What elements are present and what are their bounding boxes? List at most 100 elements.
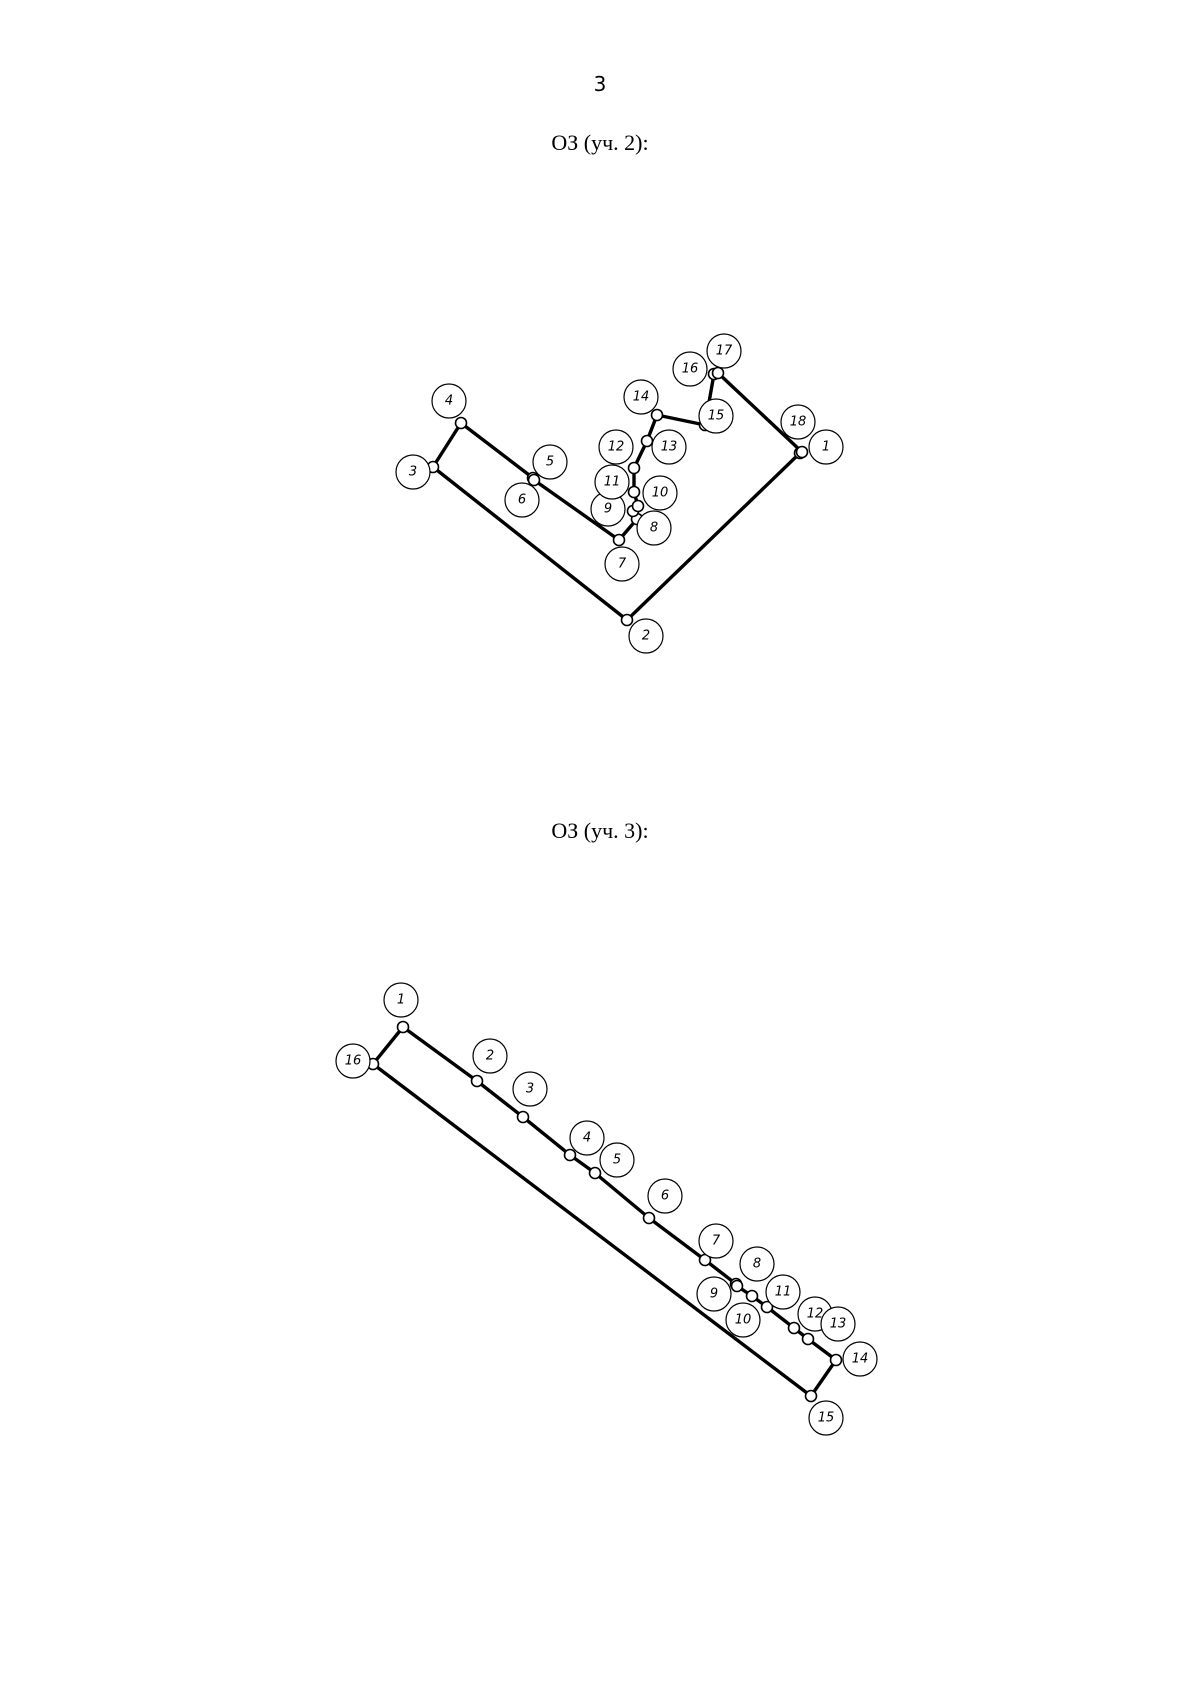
vertex-marker	[650, 408, 664, 422]
point-label-circle	[431, 383, 467, 419]
point-label: 5	[546, 455, 554, 470]
point-label-circle	[504, 482, 540, 518]
point-label-circle	[820, 1306, 856, 1342]
point-label-circle	[383, 982, 419, 1018]
vertex-marker	[527, 473, 541, 487]
boundary-point-6: 6	[642, 1178, 683, 1225]
point-label-circle	[808, 429, 844, 465]
vertex-marker	[627, 485, 641, 499]
vertex-marker	[396, 1020, 410, 1034]
point-label-circle	[698, 1223, 734, 1259]
point-label-circle	[651, 429, 687, 465]
boundary-point-5: 5	[588, 1142, 635, 1180]
vertex-marker	[612, 533, 626, 547]
point-label: 1	[822, 440, 830, 455]
section-title-plot-3: ОЗ (уч. 3):	[551, 818, 649, 843]
point-label-circle	[598, 429, 634, 465]
point-label-circle	[808, 1400, 844, 1436]
vertex-marker	[563, 1148, 577, 1162]
point-label: 13	[661, 440, 678, 455]
point-label-circle	[335, 1043, 371, 1079]
point-label: 7	[712, 1234, 721, 1249]
point-label-circle	[739, 1246, 775, 1282]
point-label: 8	[753, 1257, 761, 1272]
point-label: 3	[409, 465, 417, 480]
boundary-point-13: 13	[640, 429, 687, 465]
point-label-circle	[594, 464, 630, 500]
boundary-point-4: 4	[431, 383, 468, 430]
point-label: 5	[613, 1153, 621, 1168]
vertex-marker	[627, 461, 641, 475]
boundary-point-2: 2	[620, 613, 664, 654]
boundary-point-6: 6	[504, 473, 541, 518]
point-label: 7	[618, 557, 627, 572]
vertex-marker	[620, 613, 634, 627]
boundary-point-7: 7	[698, 1223, 734, 1267]
boundary-point-9: 9	[696, 1276, 744, 1312]
point-label-circle	[636, 510, 672, 546]
point-label: 11	[775, 1285, 792, 1300]
point-label-circle	[765, 1274, 801, 1310]
point-label-circle	[725, 1302, 761, 1338]
point-label-circle	[647, 1178, 683, 1214]
boundary-point-11: 11	[760, 1274, 801, 1314]
point-label-circle	[395, 454, 431, 490]
point-label-circle	[569, 1120, 605, 1156]
point-label: 6	[518, 493, 526, 508]
vertex-marker	[745, 1289, 759, 1303]
point-label: 10	[652, 486, 669, 501]
page-number: 3	[593, 72, 607, 96]
boundary-point-13: 13	[801, 1306, 856, 1346]
point-label: 15	[818, 1411, 835, 1426]
boundary-point-8: 8	[630, 510, 672, 546]
section-title-plot-2: ОЗ (уч. 2):	[551, 130, 649, 155]
boundary-point-15: 15	[698, 398, 734, 434]
point-label-circle	[628, 618, 664, 654]
point-label-circle	[604, 546, 640, 582]
point-label: 13	[830, 1317, 847, 1332]
point-label: 8	[650, 521, 658, 536]
point-label: 12	[608, 440, 625, 455]
point-label: 3	[526, 1082, 534, 1097]
point-label-circle	[696, 1276, 732, 1312]
point-label: 16	[345, 1054, 362, 1069]
vertex-marker	[760, 1300, 774, 1314]
vertex-marker	[730, 1279, 744, 1293]
point-label: 11	[604, 475, 621, 490]
boundary-point-1: 1	[383, 982, 419, 1034]
point-label: 6	[661, 1189, 669, 1204]
point-label: 4	[583, 1131, 591, 1146]
boundary-point-18: 18	[780, 404, 816, 459]
point-label-circle	[842, 1341, 878, 1377]
point-label-circle	[698, 398, 734, 434]
boundary-point-7: 7	[604, 533, 640, 582]
vertex-marker	[642, 1211, 656, 1225]
boundary-line	[371, 1025, 838, 1398]
point-label: 1	[397, 993, 405, 1008]
point-label: 18	[790, 415, 807, 430]
point-label: 14	[633, 390, 650, 405]
boundary-point-10: 10	[725, 1289, 761, 1338]
point-label-circle	[642, 475, 678, 511]
boundary-point-3: 3	[395, 454, 440, 490]
boundary-point-5: 5	[526, 444, 568, 485]
vertex-marker	[829, 1353, 843, 1367]
point-label-circle	[532, 444, 568, 480]
boundary-point-4: 4	[563, 1120, 605, 1162]
boundary-point-16: 16	[335, 1043, 380, 1079]
point-label: 10	[735, 1313, 752, 1328]
point-label: 9	[604, 502, 612, 517]
vertex-marker	[787, 1321, 801, 1335]
point-label: 15	[708, 409, 725, 424]
vertex-marker	[631, 499, 645, 513]
vertex-marker	[454, 416, 468, 430]
point-label: 9	[710, 1287, 718, 1302]
boundary-point-9: 9	[590, 491, 640, 527]
boundary-point-14: 14	[623, 379, 664, 422]
boundary-point-2: 2	[470, 1038, 508, 1088]
point-label: 2	[642, 629, 650, 644]
point-label: 12	[807, 1307, 824, 1322]
vertex-marker	[640, 434, 654, 448]
